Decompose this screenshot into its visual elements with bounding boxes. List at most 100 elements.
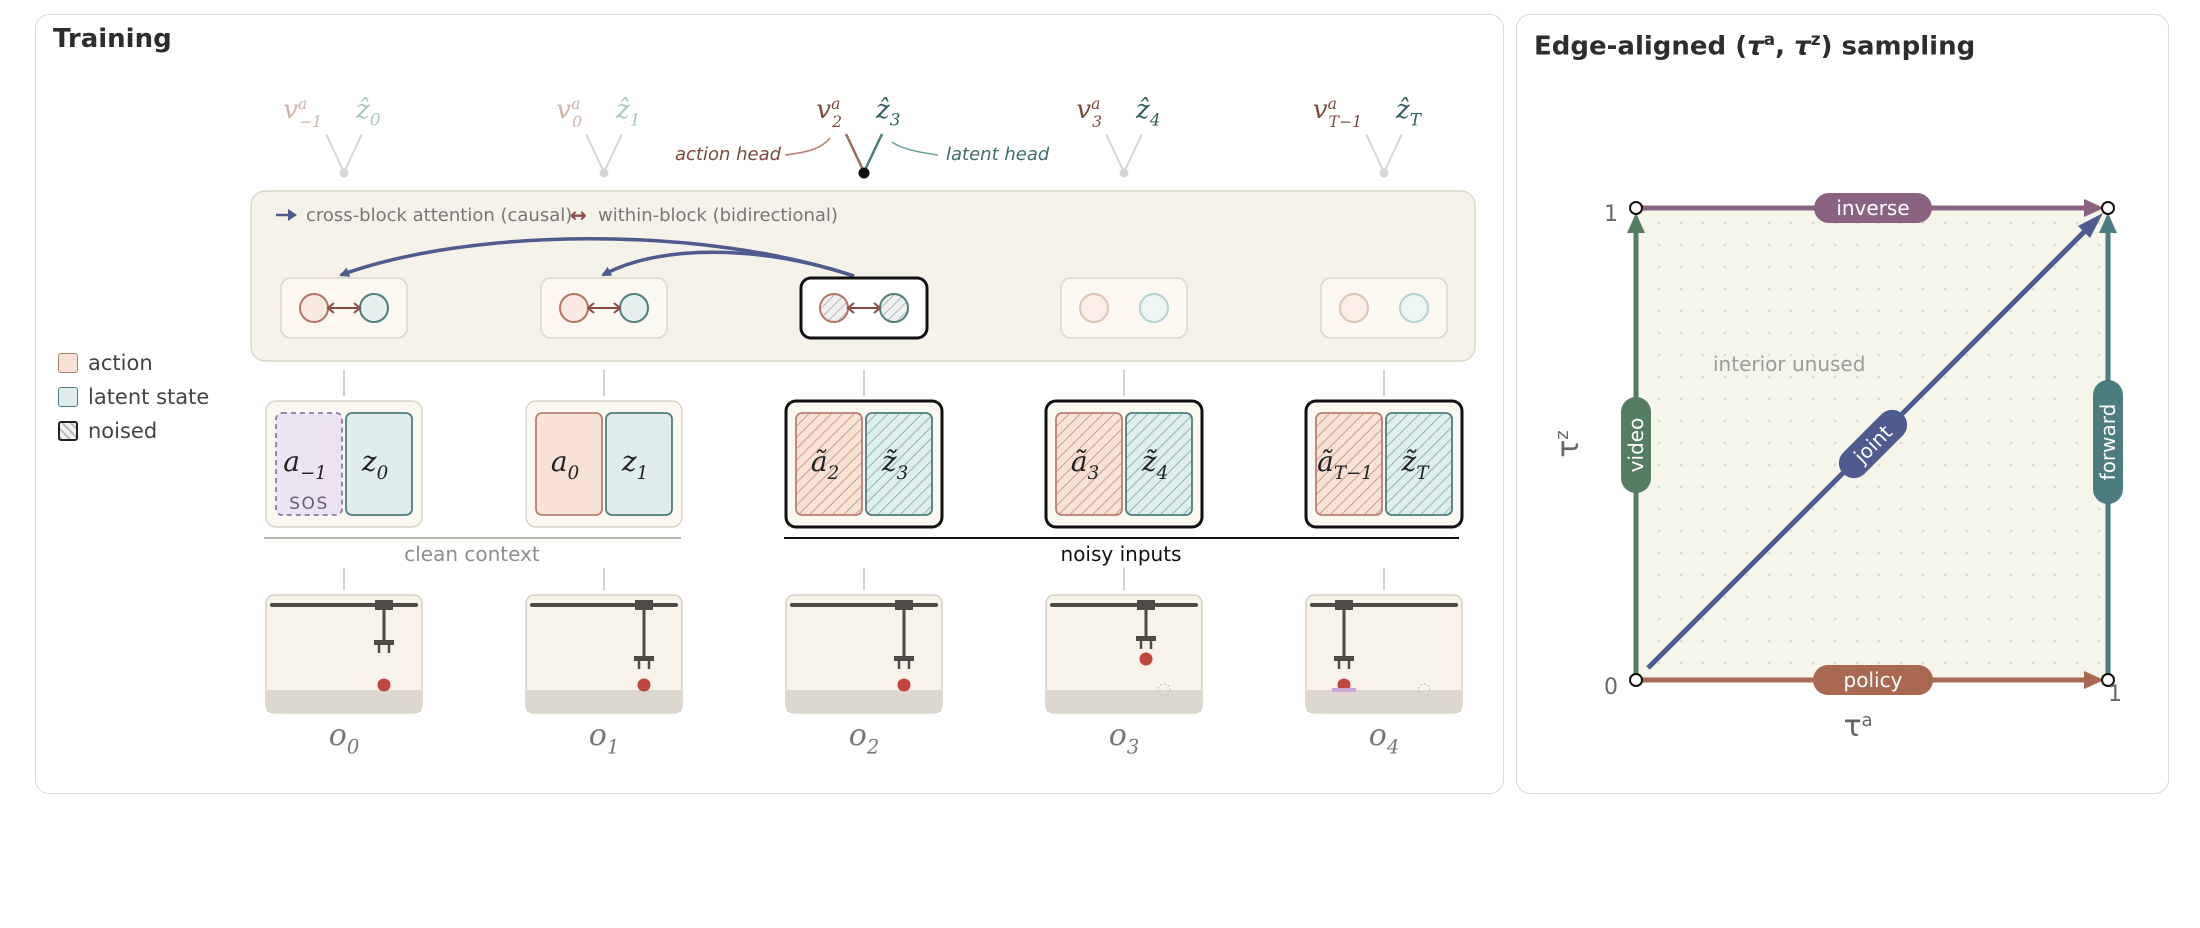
head-branch-latent-1 bbox=[603, 133, 623, 173]
head-branch-action-0 bbox=[325, 133, 345, 173]
object-ball-3 bbox=[1139, 652, 1153, 666]
action-head-label: action head bbox=[675, 144, 782, 165]
action-token-node-0 bbox=[299, 293, 329, 323]
action-token-node-4 bbox=[1339, 293, 1369, 323]
action-token-3 bbox=[1055, 412, 1123, 516]
head-node-3 bbox=[1119, 168, 1129, 178]
y-tick-zero: 0 bbox=[1604, 675, 1618, 700]
sos-token-0 bbox=[275, 412, 343, 516]
action-token-1 bbox=[535, 412, 603, 516]
sampling-title: Edge-aligned (τa, τz) sampling bbox=[1534, 30, 1976, 62]
head-branch-latent-2 bbox=[862, 133, 884, 173]
observation-floor-2 bbox=[787, 690, 941, 712]
observation-frame-3 bbox=[1045, 594, 1203, 714]
action-token-label-3: ã3 bbox=[1071, 445, 1099, 484]
observation-label-0: o0 bbox=[329, 718, 359, 758]
latent-token-label-2: z̃3 bbox=[881, 445, 908, 484]
gantry-carriage-0 bbox=[375, 600, 393, 610]
policy-pill bbox=[1813, 665, 1933, 695]
joint-pill bbox=[1838, 409, 1908, 479]
legend-label-latent: latent state bbox=[88, 385, 210, 409]
target-marker-4 bbox=[1332, 688, 1356, 692]
object-ball-2 bbox=[897, 678, 911, 692]
latent-token-4 bbox=[1385, 412, 1453, 516]
object-ball-1 bbox=[637, 678, 651, 692]
training-title: Training bbox=[53, 24, 172, 54]
latent-head-output-4: ẑT bbox=[1395, 95, 1423, 129]
observation-floor-3 bbox=[1047, 690, 1201, 712]
within-arrowhead-left-icon-1 bbox=[586, 302, 595, 314]
x-axis-label: τa bbox=[1843, 709, 1872, 744]
head-node-0 bbox=[339, 168, 349, 178]
action-token-label-2: ã2 bbox=[811, 445, 839, 484]
action-token-node-2 bbox=[819, 293, 849, 323]
inverse-pill bbox=[1814, 193, 1932, 223]
attention-token-block-3 bbox=[1060, 277, 1188, 339]
head-branch-action-3 bbox=[1105, 133, 1125, 173]
latent-token-node-2 bbox=[879, 293, 909, 323]
gripper-head-2 bbox=[894, 656, 914, 661]
forward-arrowhead-icon bbox=[2099, 213, 2117, 233]
latent-head-label: latent head bbox=[946, 144, 1050, 165]
object-ball-0 bbox=[377, 678, 391, 692]
latent-token-node-1 bbox=[619, 293, 649, 323]
action-token-label-4: ãT−1 bbox=[1317, 445, 1373, 484]
head-node-1 bbox=[599, 168, 609, 178]
observation-floor-4 bbox=[1307, 690, 1461, 712]
gripper-head-1 bbox=[634, 656, 654, 661]
gripper-head-0 bbox=[374, 640, 394, 645]
latent-token-3 bbox=[1125, 412, 1193, 516]
action-head-output-0: va−1 bbox=[283, 95, 322, 131]
corner-node-top-right bbox=[2101, 201, 2115, 215]
y-tick-one: 1 bbox=[1604, 202, 1618, 227]
ghost-ball-4 bbox=[1417, 683, 1431, 697]
forward-pill bbox=[2093, 380, 2123, 504]
action-token-label-1: a0 bbox=[551, 445, 579, 484]
clean-context-label: clean context bbox=[404, 542, 540, 566]
cross-attention-arc-to-block-1 bbox=[601, 250, 855, 278]
inverse-arrowhead-icon bbox=[2084, 199, 2104, 217]
observation-floor-1 bbox=[527, 690, 681, 712]
head-branch-action-2 bbox=[844, 133, 866, 173]
training-diagram: cross-block attention (causal) ↔ within-… bbox=[250, 95, 1476, 758]
latent-head-output-0: ẑ0 bbox=[355, 95, 381, 129]
policy-arrowhead-icon bbox=[2084, 671, 2104, 689]
action-token-node-1 bbox=[559, 293, 589, 323]
action-token-4 bbox=[1315, 412, 1383, 516]
joint-arrowhead-icon bbox=[2078, 213, 2103, 238]
observation-label-2: o2 bbox=[849, 718, 879, 758]
within-arrowhead-left-icon-0 bbox=[326, 302, 335, 314]
action-head-leader bbox=[784, 137, 831, 156]
action-token-node-3 bbox=[1079, 293, 1109, 323]
video-label: video bbox=[1624, 418, 1648, 473]
corner-node-bottom-right bbox=[2101, 673, 2115, 687]
gripper-head-4 bbox=[1334, 656, 1354, 661]
latent-head-output-1: ẑ1 bbox=[615, 95, 640, 129]
within-arrowhead-right-icon-2 bbox=[873, 302, 882, 314]
latent-head-output-2: ẑ3 bbox=[875, 95, 900, 129]
corner-node-bottom-left bbox=[1629, 673, 1643, 687]
latent-head-output-3: ẑ4 bbox=[1135, 95, 1160, 129]
gantry-carriage-2 bbox=[895, 600, 913, 610]
head-branch-action-1 bbox=[585, 133, 605, 173]
noisy-inputs-label: noisy inputs bbox=[1061, 542, 1182, 566]
ghost-ball-3 bbox=[1157, 683, 1171, 697]
head-node-4 bbox=[1379, 168, 1389, 178]
gantry-carriage-1 bbox=[635, 600, 653, 610]
legend-label-action: action bbox=[88, 351, 153, 375]
video-arrowhead-icon bbox=[1627, 213, 1645, 233]
legend-item-noised: noised bbox=[58, 414, 209, 448]
legend-label-noised: noised bbox=[88, 419, 158, 443]
observation-label-4: o4 bbox=[1369, 718, 1399, 758]
sos-note-label: SOS bbox=[289, 494, 328, 514]
latent-token-2 bbox=[865, 412, 933, 516]
corner-node-top-left bbox=[1629, 201, 1643, 215]
within-arrowhead-right-icon-0 bbox=[353, 302, 362, 314]
